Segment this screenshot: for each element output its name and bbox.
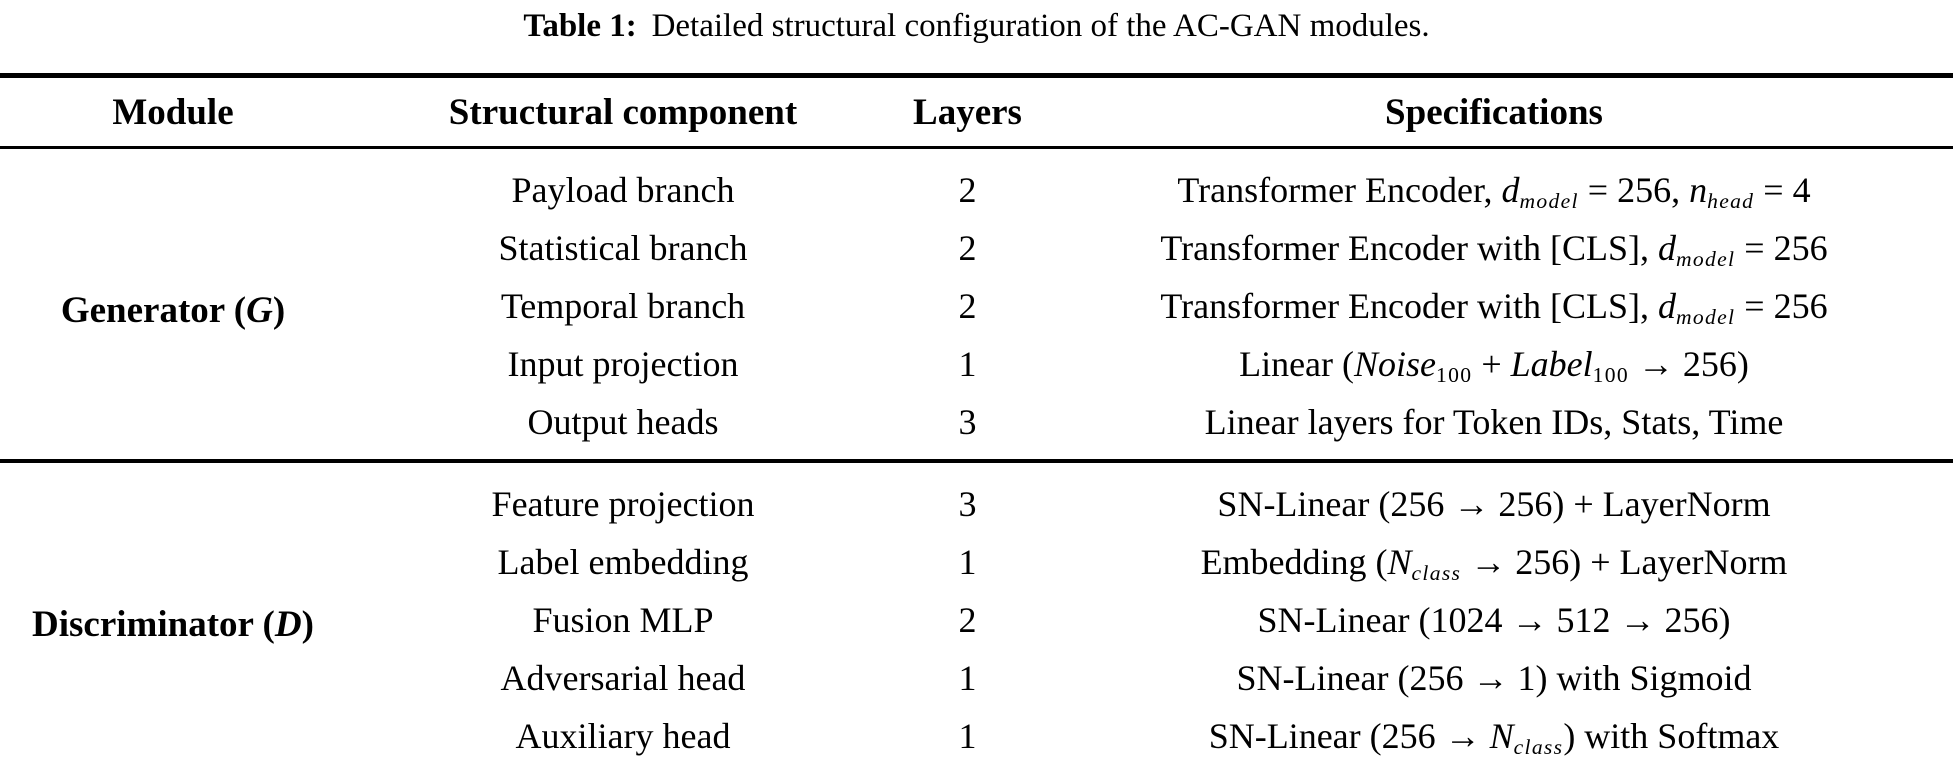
spec-cell: Transformer Encoder with [CLS], dmodel =… <box>1160 228 1828 272</box>
generator-section: Generator (G) Payload branch 2 Transform… <box>0 148 1953 462</box>
layers-cell: 2 <box>958 286 977 326</box>
component-cell: Input projection <box>507 344 739 384</box>
layers-cell: 2 <box>958 228 977 268</box>
layers-cell: 2 <box>958 600 977 640</box>
component-cell: Fusion MLP <box>532 600 714 640</box>
col-header-structural-component: Structural component <box>448 91 798 133</box>
col-header-layers: Layers <box>913 91 1022 133</box>
layers-cell: 1 <box>958 344 977 384</box>
table-caption-label: Table 1: <box>523 8 637 44</box>
component-cell: Output heads <box>527 402 719 442</box>
component-cell: Temporal branch <box>500 286 746 326</box>
spec-cell: Linear layers for Token IDs, Stats, Time <box>1204 402 1784 442</box>
discriminator-section: Discriminator (D) Feature projection 3 S… <box>0 461 1953 770</box>
table-row: Generator (G) Payload branch 2 Transform… <box>0 148 1953 331</box>
table-caption: Table 1: Detailed structural configuratio… <box>0 6 1953 46</box>
table-row: Label embedding 1 Embedding (Nclass → 25… <box>0 533 1953 591</box>
spec-cell: SN-Linear (256 → 1) with Sigmoid <box>1236 658 1752 698</box>
layers-cell: 3 <box>958 402 977 442</box>
spec-cell: Transformer Encoder with [CLS], dmodel =… <box>1160 286 1828 330</box>
header-row: Module Structural component Layers Speci… <box>0 76 1953 148</box>
col-header-module: Module <box>112 91 234 133</box>
spec-cell: SN-Linear (1024 → 512 → 256) <box>1257 600 1731 640</box>
spec-cell: SN-Linear (256 → Nclass) with Softmax <box>1208 716 1780 760</box>
module-cell-discriminator: Discriminator (D) <box>32 603 314 645</box>
col-header-specifications: Specifications <box>1385 91 1603 133</box>
table-row: Statistical branch 2 Transformer Encoder… <box>0 219 1953 277</box>
component-cell: Feature projection <box>491 484 755 524</box>
table-row: Discriminator (D) Feature projection 3 S… <box>0 461 1953 645</box>
module-cell-generator: Generator (G) <box>60 289 286 331</box>
component-cell: Adversarial head <box>500 658 746 698</box>
table-row: Output heads 3 Linear layers for Token I… <box>0 393 1953 461</box>
layers-cell: 1 <box>958 716 977 756</box>
paper-page: Table 1: Detailed structural configuratio… <box>0 6 1953 770</box>
table-row: Fusion MLP 2 SN-Linear (1024 → 512 → 256… <box>0 591 1953 649</box>
table-row: Adversarial head 1 SN-Linear (256 → 1) w… <box>0 649 1953 707</box>
layers-cell: 1 <box>958 542 977 582</box>
table-row: Input projection 1 Linear (Noise100 + La… <box>0 335 1953 393</box>
table-caption-text: Detailed structural configuration of the… <box>651 8 1430 44</box>
component-cell: Statistical branch <box>498 228 748 268</box>
layers-cell: 3 <box>958 484 977 524</box>
spec-cell: SN-Linear (256 → 256) + LayerNorm <box>1217 484 1771 524</box>
component-cell: Payload branch <box>511 170 735 210</box>
layers-cell: 1 <box>958 658 977 698</box>
layers-cell: 2 <box>958 170 977 210</box>
table-row: Auxiliary head 1 SN-Linear (256 → Nclass… <box>0 707 1953 770</box>
component-cell: Auxiliary head <box>515 716 731 756</box>
spec-cell: Transformer Encoder, dmodel = 256, nhead… <box>1177 170 1811 214</box>
structural-configuration-table: Module Structural component Layers Speci… <box>0 73 1953 770</box>
component-cell: Label embedding <box>497 542 749 582</box>
spec-cell: Embedding (Nclass → 256) + LayerNorm <box>1200 542 1788 586</box>
table-header: Module Structural component Layers Speci… <box>0 76 1953 148</box>
spec-cell: Linear (Noise100 + Label100 → 256) <box>1239 344 1749 388</box>
table-row: Temporal branch 2 Transformer Encoder wi… <box>0 277 1953 335</box>
